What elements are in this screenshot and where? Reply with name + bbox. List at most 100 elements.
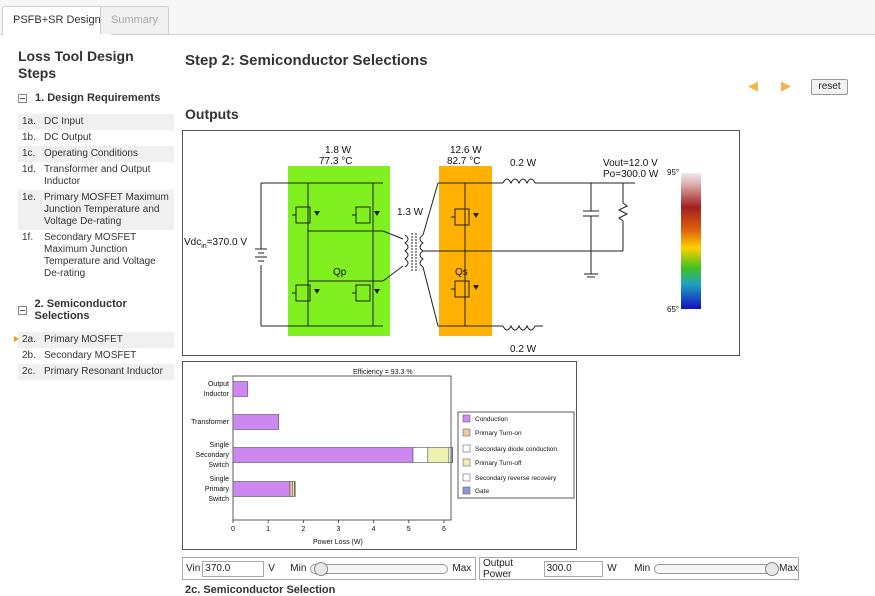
output-power-control: Output Power 300.0 W Min Max (479, 557, 799, 580)
section-design-requirements[interactable]: 1. Design Requirements (18, 92, 174, 104)
vin-slider-handle[interactable] (313, 561, 328, 576)
x-tick-label: 2 (301, 526, 305, 533)
inductor-top-loss-label: 0.2 W (510, 158, 537, 169)
vin-label: Vin (186, 563, 201, 574)
bar-segment (232, 414, 280, 430)
legend-swatch (462, 486, 471, 495)
category-label: Switch (208, 496, 229, 503)
legend-label: Conduction (475, 416, 508, 423)
item-label: Secondary MOSFET Maximum Junction Temper… (44, 232, 156, 279)
po-max-label: Max (779, 563, 798, 574)
bar-segment (232, 381, 249, 397)
item-label: DC Output (44, 132, 92, 143)
legend-label: Primary Turn-off (475, 460, 522, 467)
po-slider-handle[interactable] (765, 561, 779, 576)
legend-label: Secondary diode conduction (475, 446, 557, 453)
x-tick-label: 0 (231, 526, 235, 533)
item-num: 1a. (22, 116, 36, 127)
bar-segment (232, 447, 414, 463)
scale-bottom-label: 65° (667, 305, 679, 314)
item-num: 1f. (22, 232, 34, 243)
sidebar-item-dc-input[interactable]: 1a. DC Input (18, 114, 174, 130)
sidebar-item-transformer[interactable]: 1d.Transformer and Output Inductor (18, 162, 174, 190)
outputs-title: Outputs (185, 106, 239, 122)
item-label: DC Input (44, 116, 84, 127)
sidebar-item-secondary-mosfet[interactable]: 2b.Secondary MOSFET (18, 348, 174, 364)
category-label: Single (210, 476, 230, 483)
category-label: Single (210, 442, 230, 449)
po-slider[interactable] (654, 561, 779, 576)
item-label: Primary MOSFET Maximum Junction Temperat… (44, 192, 169, 227)
vout-label: Vout=12.0 V (603, 158, 658, 169)
item-label: Operating Conditions (44, 148, 138, 159)
item-num: 1d. (22, 164, 36, 175)
sidebar-item-primary-resonant-inductor[interactable]: 2c.Primary Resonant Inductor (18, 364, 174, 380)
collapse-icon[interactable] (18, 93, 27, 103)
tab-summary[interactable]: Summary (100, 6, 170, 34)
legend-swatch (462, 473, 471, 482)
po-min-label: Min (634, 563, 651, 574)
sidebar-item-dc-output[interactable]: 1b.DC Output (18, 130, 174, 146)
page-title: Step 2: Semiconductor Selections (185, 52, 428, 69)
item-num: 2a. (22, 334, 36, 345)
po-label: Output Power (483, 557, 514, 580)
section-semiconductor-selections[interactable]: 2. Semiconductor Selections (18, 298, 174, 322)
controls-row: Vin 370.0 V Min Max Output Power 300.0 W… (182, 557, 799, 580)
item-label: Primary Resonant Inductor (44, 366, 163, 377)
item-num: 1c. (22, 148, 36, 159)
sidebar: Loss Tool Design Steps 1. Design Require… (14, 48, 174, 380)
po-input[interactable]: 300.0 (543, 560, 604, 577)
category-label: Inductor (204, 391, 230, 398)
item-num: 1e. (22, 192, 36, 203)
item-num: 2b. (22, 350, 36, 361)
transformer-loss-label: 1.3 W (397, 207, 424, 218)
next-section-heading-clipped: 2c. Semiconductor Selection (185, 584, 336, 596)
sidebar-item-primary-mosfet[interactable]: 2a.Primary MOSFET (14, 332, 174, 348)
x-tick-label: 3 (336, 526, 340, 533)
tab-bar: PSFB+SR Design Summary (0, 0, 875, 35)
sidebar-item-primary-mosfet-junction[interactable]: 1e. Primary MOSFET Maximum Junction Tempe… (18, 190, 174, 230)
secondary-loss-label: 12.6 W (450, 145, 482, 156)
sidebar-item-secondary-mosfet-junction[interactable]: 1f. Secondary MOSFET Maximum Junction Tem… (18, 230, 174, 282)
prev-arrow-icon[interactable]: ◀ (748, 78, 758, 93)
vin-input[interactable]: 370.0 (202, 560, 265, 577)
vin-min-label: Min (290, 563, 307, 574)
schematic-svg: 1.8 W 77.3 °C 12.6 W 82.7 °C 0.2 W 0.2 W… (184, 145, 701, 355)
next-arrow-icon[interactable]: ▶ (781, 78, 791, 93)
category-label: Transformer (191, 419, 230, 426)
po-unit: W (607, 563, 617, 574)
schematic-labels: 1.8 W 77.3 °C 12.6 W 82.7 °C 0.2 W 0.2 W… (184, 145, 679, 355)
x-tick-label: 5 (407, 526, 411, 533)
inductor-bottom-loss-label: 0.2 W (510, 344, 537, 355)
reset-button[interactable]: reset (811, 79, 848, 95)
section-title: 1. Design Requirements (35, 92, 161, 104)
collapse-icon[interactable] (18, 305, 27, 315)
category-label: Primary (205, 486, 230, 493)
x-tick-label: 6 (442, 526, 446, 533)
vin-slider[interactable] (310, 561, 449, 576)
temperature-scale-bar (681, 173, 701, 309)
category-label: Switch (208, 462, 229, 469)
primary-block (288, 166, 390, 336)
tab-psfb-sr-design[interactable]: PSFB+SR Design (2, 6, 112, 35)
primary-temp-label: 77.3 °C (319, 156, 352, 167)
chart-title: Efficiency = 93.3 % (353, 369, 413, 376)
category-label: Output (208, 381, 229, 388)
primary-loss-label: 1.8 W (325, 145, 352, 156)
sidebar-item-operating-conditions[interactable]: 1c. Operating Conditions (18, 146, 174, 162)
legend-label: Secondary reverse recovery (475, 475, 557, 482)
legend-swatch (462, 414, 471, 423)
bar-segment (232, 481, 291, 497)
legend-swatch (462, 428, 471, 437)
vin-control: Vin 370.0 V Min Max (182, 557, 476, 580)
po-label: Po=300.0 W (603, 169, 659, 180)
legend-swatch (462, 458, 471, 467)
scale-top-label: 95° (667, 168, 679, 177)
vin-max-label: Max (452, 563, 472, 574)
mosfet-diodes (314, 211, 479, 294)
bar-segment (289, 481, 294, 497)
legend-label: Gate (475, 488, 489, 495)
section-title: 2. Semiconductor Selections (34, 298, 127, 322)
